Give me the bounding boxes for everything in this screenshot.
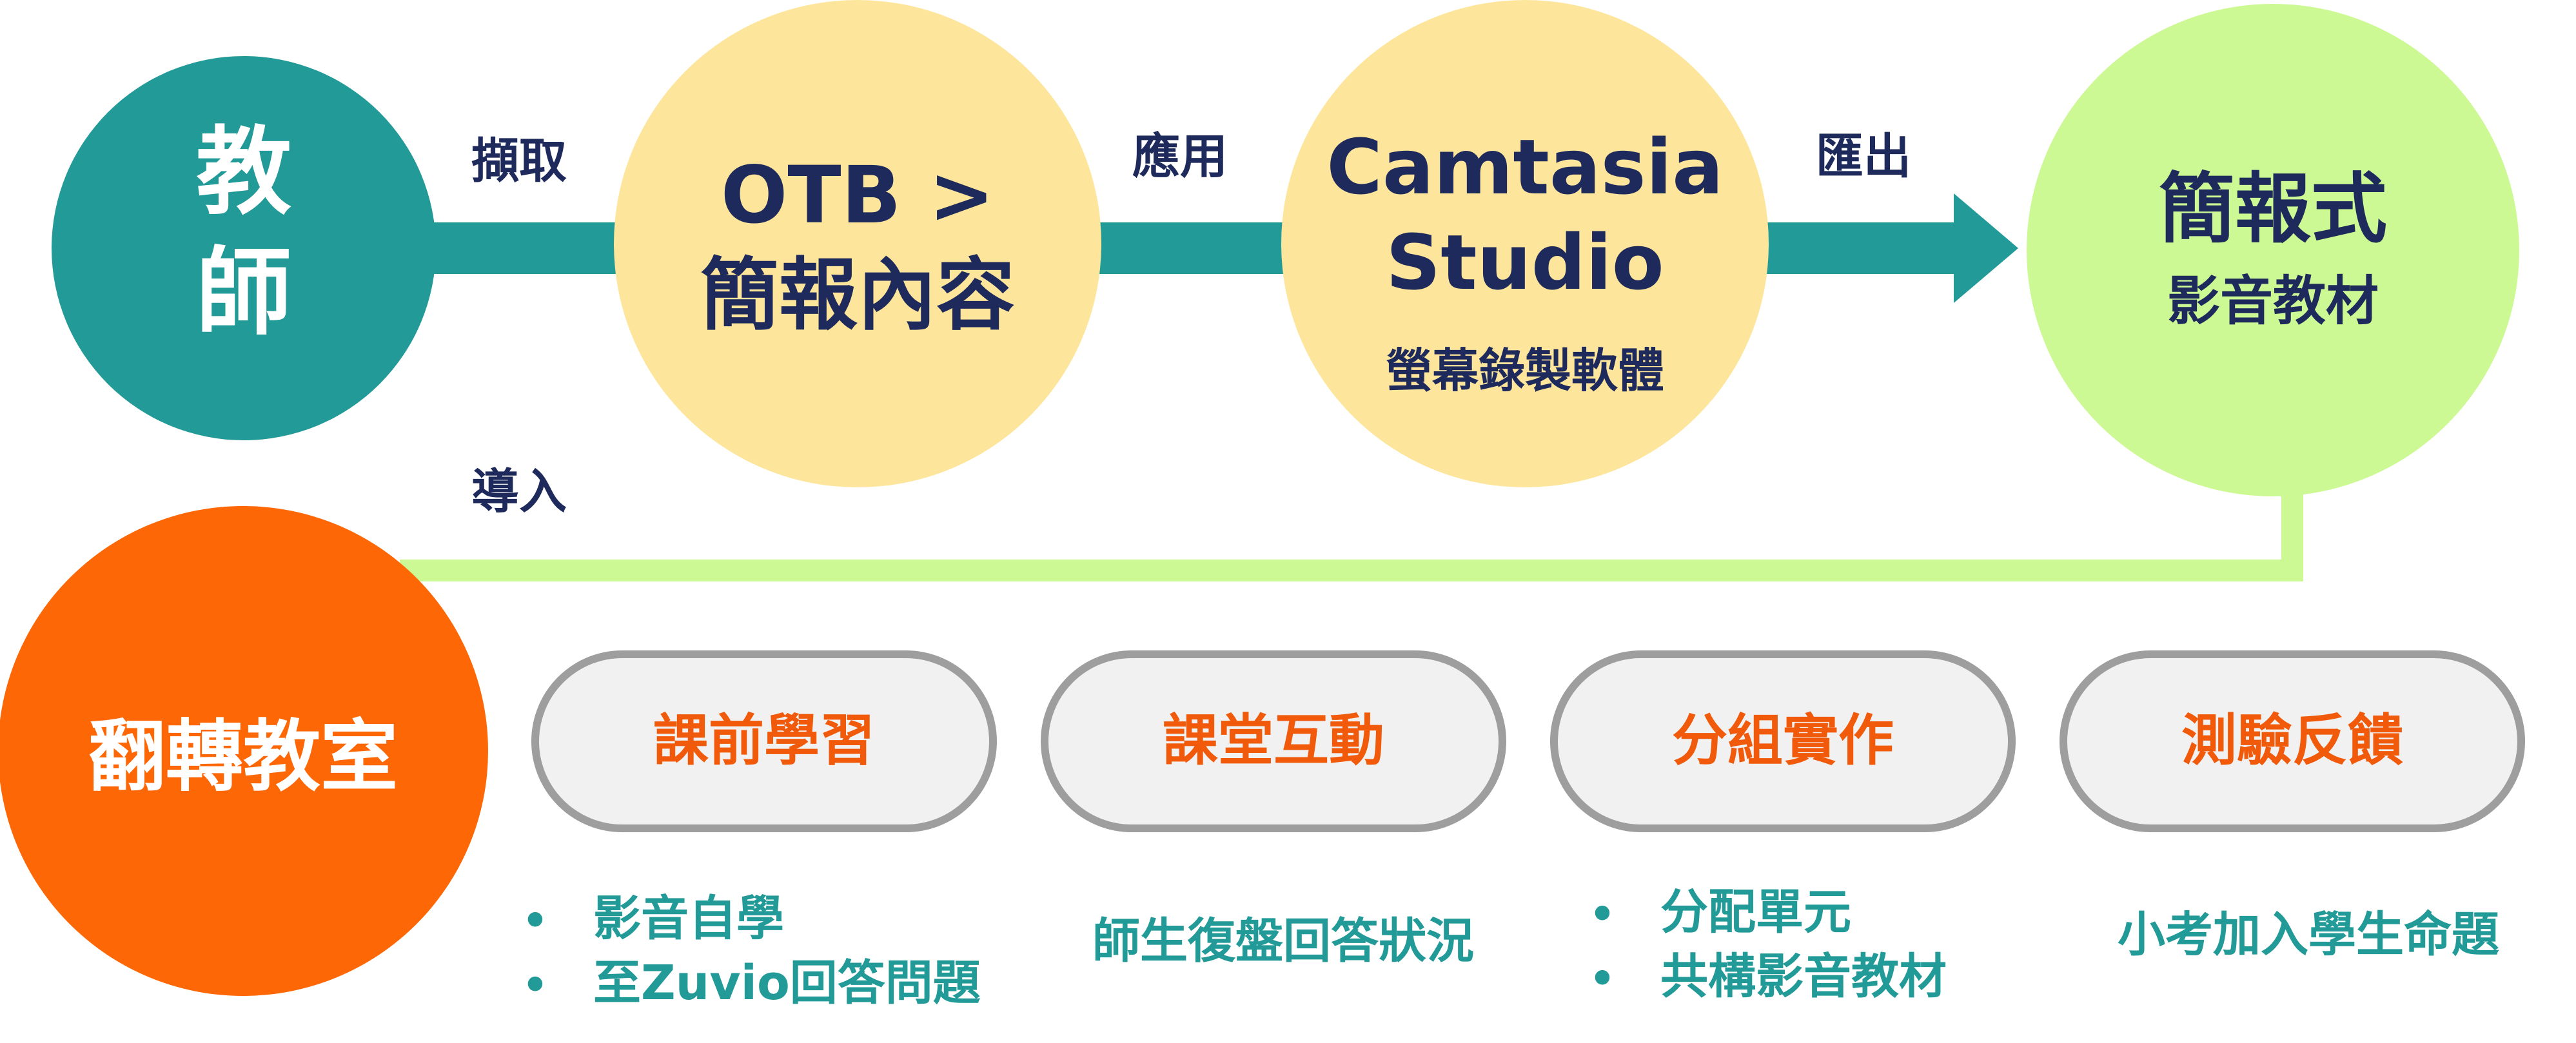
output-label-line2: 影音教材	[2167, 271, 2379, 332]
activity-1-detail-1: 影音自學	[593, 891, 784, 946]
camtasia-sublabel: 螢幕錄製軟體	[1386, 344, 1664, 398]
edge-label-apply: 應用	[1132, 129, 1228, 184]
connector-camtasia-to-output-shaft	[1760, 222, 1963, 274]
teacher-label-line2: 師	[196, 237, 291, 348]
otb-label-line1: OTB >	[721, 150, 995, 241]
activity-label: 測驗反饋	[2181, 708, 2403, 773]
connector-output-to-flipped	[400, 477, 2303, 581]
activity-pill	[531, 650, 997, 832]
activity-3-detail-2: 共構影音教材	[1660, 949, 1947, 1004]
activity-3-detail-1: 分配單元	[1660, 884, 1851, 940]
output-label-line1: 簡報式	[2159, 164, 2387, 253]
activity-1-detail-2: 至Zuvio回答問題	[593, 955, 981, 1011]
activity-label: 課堂互動	[1163, 708, 1384, 773]
camtasia-label-line2: Studio	[1386, 218, 1664, 307]
node-camtasia	[1281, 0, 1769, 487]
bullet-marker: •	[522, 897, 549, 945]
edge-label-capture: 擷取	[471, 133, 567, 189]
activity-4-detail-1: 小考加入學生命題	[2118, 907, 2499, 962]
activity-4: 測驗反饋	[2060, 650, 2525, 832]
activity-label: 課前學習	[653, 708, 875, 773]
edge-label-export: 匯出	[1816, 129, 1911, 184]
connector-otb-to-camtasia	[1093, 222, 1293, 274]
activity-label: 分組實作	[1672, 708, 1894, 773]
activity-3: 分組實作	[1550, 650, 2016, 832]
activity-pill	[2060, 650, 2525, 832]
flipped-classroom-label: 翻轉教室	[88, 712, 398, 802]
activity-2-detail-1: 師生復盤回答狀況	[1092, 913, 1474, 969]
activity-pill	[1041, 650, 1506, 832]
activity-pill	[1550, 650, 2016, 832]
bullet-marker: •	[1589, 955, 1616, 1003]
edge-label-import: 導入	[471, 464, 567, 520]
bullet-marker: •	[522, 962, 549, 1009]
activity-2: 課堂互動	[1041, 650, 1506, 832]
node-flipped-classroom	[0, 506, 488, 996]
connector-teacher-to-otb	[413, 222, 625, 274]
teacher-label-line1: 教	[196, 117, 291, 228]
node-output	[2027, 4, 2519, 496]
otb-label-line2: 簡報內容	[700, 249, 1015, 341]
node-otb	[614, 0, 1101, 487]
bullet-marker: •	[1589, 891, 1616, 939]
connector-arrowhead	[1954, 193, 2018, 303]
camtasia-label-line1: Camtasia	[1326, 122, 1724, 211]
activity-1: 課前學習	[531, 650, 997, 832]
node-teacher	[52, 56, 436, 440]
